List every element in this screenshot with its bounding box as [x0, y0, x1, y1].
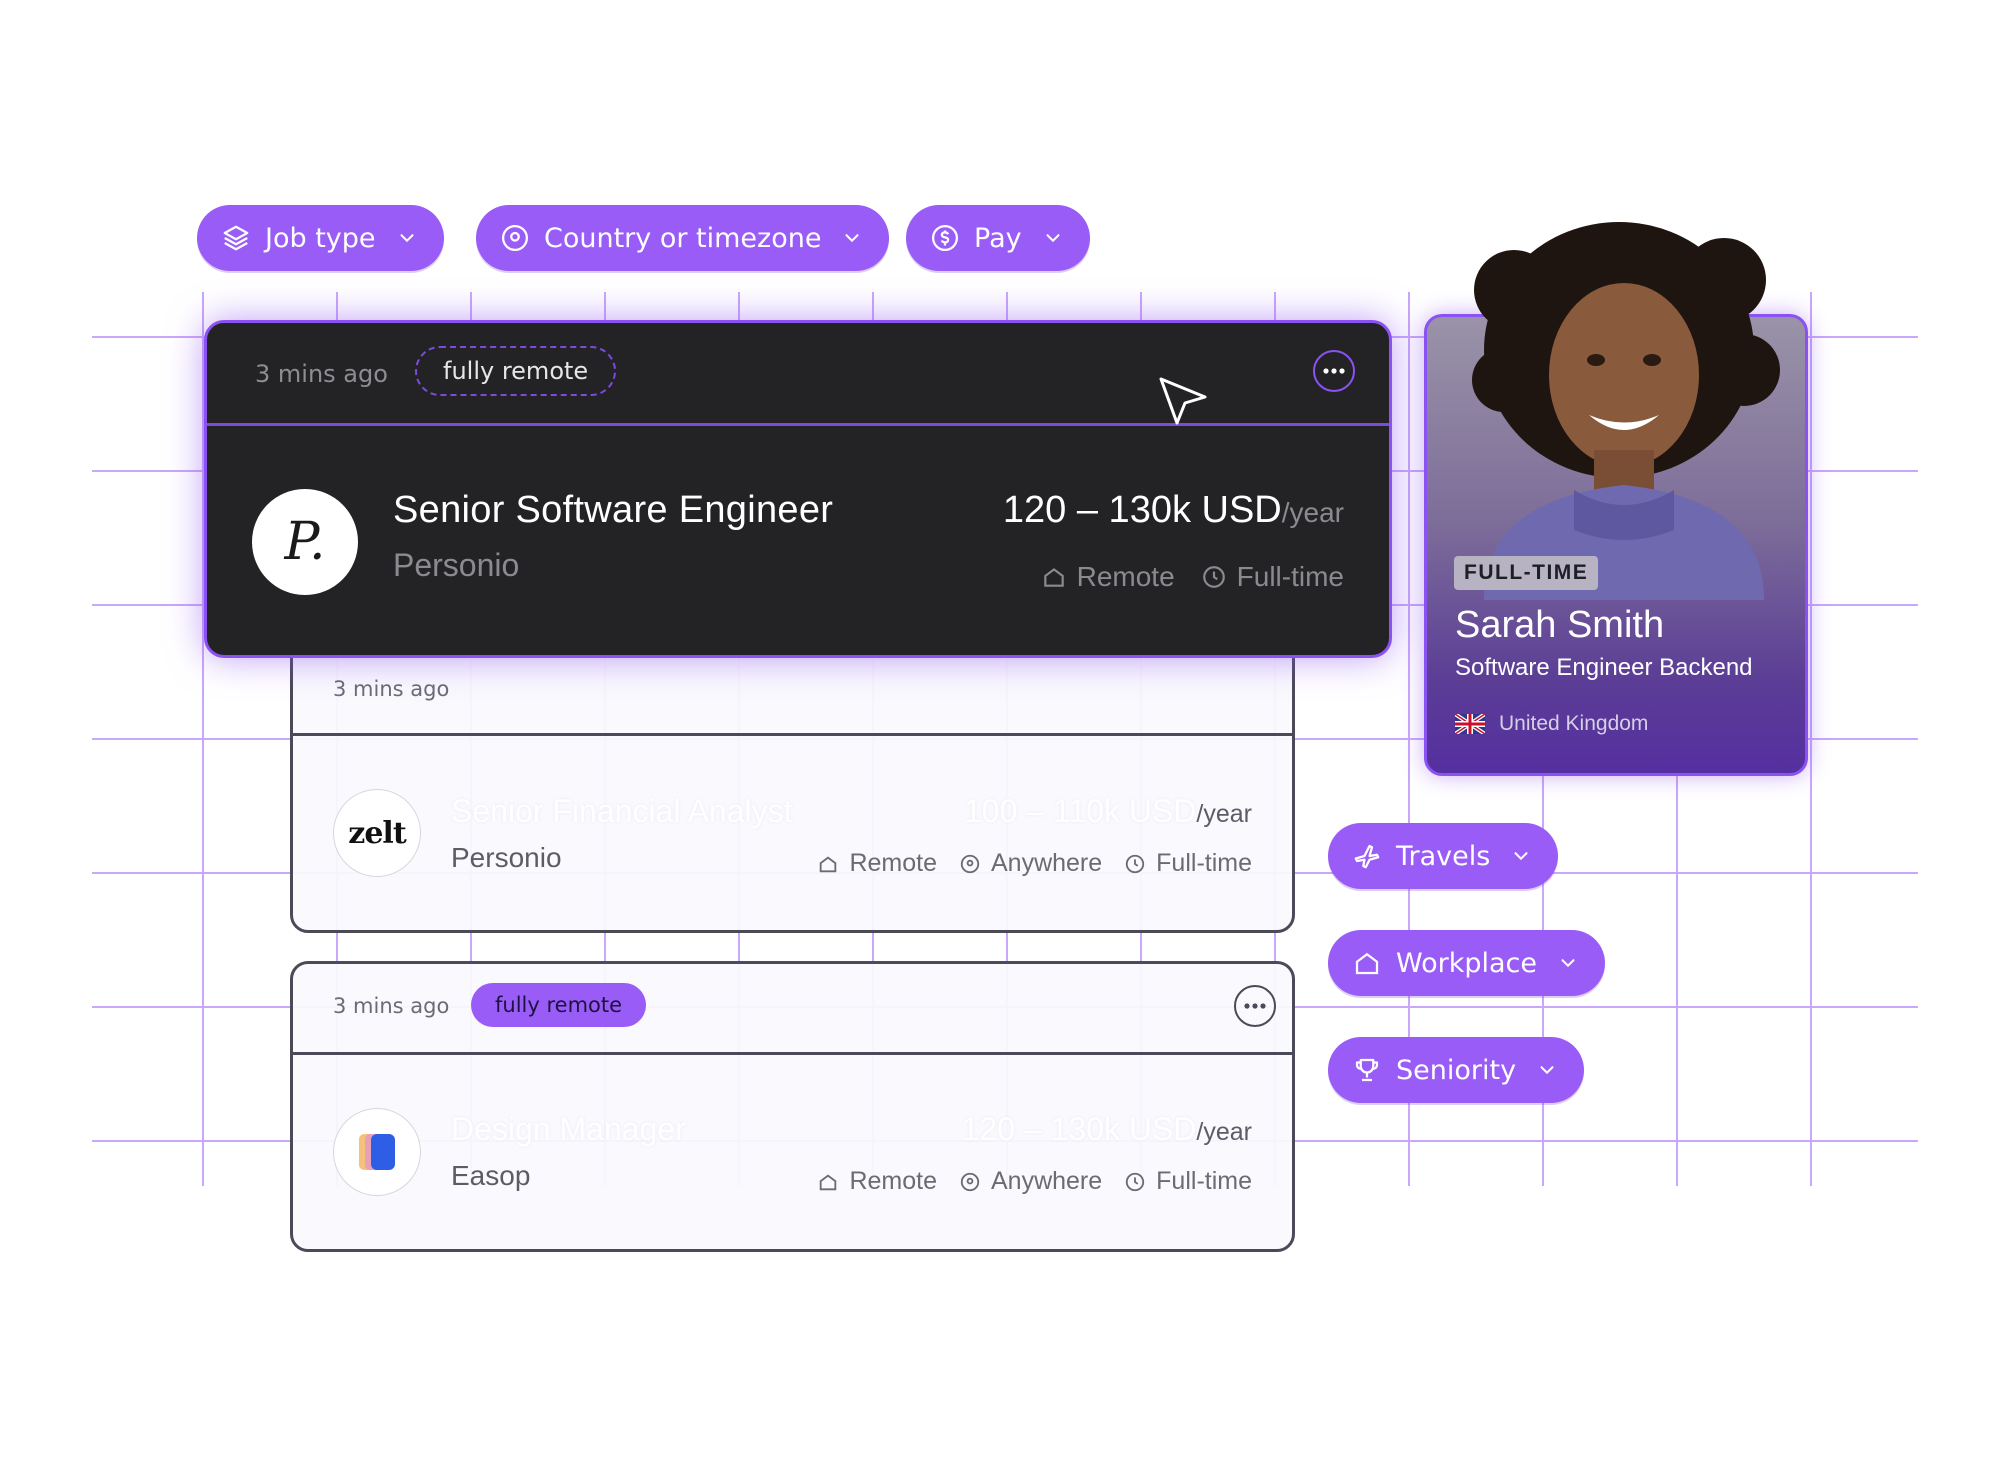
logo-text: zelt: [348, 815, 406, 851]
clock-icon: [1125, 854, 1145, 873]
clock-icon: [1202, 566, 1225, 588]
home-icon: [1355, 952, 1379, 975]
easop-logo-icon: [359, 1134, 395, 1170]
more-horizontal-icon: [1244, 1003, 1266, 1009]
filter-workplace-button[interactable]: Workplace: [1328, 930, 1606, 996]
chevron-down-icon: [1046, 234, 1060, 243]
chevron-down-icon: [1540, 1066, 1554, 1075]
job-meta: Remote Anywhere Full-time: [817, 849, 1252, 878]
mouse-cursor-icon: [1159, 377, 1207, 425]
candidate-photo: [1472, 222, 1780, 600]
filter-pay-button[interactable]: Pay: [906, 205, 1090, 271]
job-meta: Remote Anywhere Full-time: [817, 1167, 1252, 1196]
location-pin-icon: [960, 854, 980, 873]
home-icon: [820, 1173, 837, 1190]
posted-time: 3 mins ago: [255, 360, 388, 388]
posted-time: 3 mins ago: [333, 994, 450, 1018]
company-name: Easop: [451, 1160, 531, 1191]
posted-time: 3 mins ago: [333, 677, 450, 701]
chevron-down-icon: [1514, 852, 1528, 861]
more-options-button[interactable]: [1234, 985, 1276, 1027]
filter-job-type-button[interactable]: Job type: [197, 205, 444, 271]
salary-unit: /year: [1196, 1118, 1252, 1146]
salary: 100 – 110k USD/year: [964, 793, 1252, 830]
company-logo: P.: [252, 489, 358, 595]
company-name: Personio: [451, 842, 562, 873]
job-meta: Remote Full-time: [1041, 561, 1344, 593]
plane-icon: [1354, 844, 1380, 869]
filter-label: Country or timezone: [544, 222, 822, 254]
salary-unit: /year: [1196, 800, 1252, 828]
meta-label: Anywhere: [990, 849, 1103, 877]
company-name: Personio: [393, 547, 520, 583]
chevron-down-icon: [400, 234, 414, 243]
remote-tag: fully remote: [471, 983, 647, 1027]
salary-unit: /year: [1281, 497, 1344, 528]
meta-label: Full-time: [1156, 849, 1252, 877]
dollar-coin-icon: [932, 225, 958, 251]
more-options-button[interactable]: [1313, 350, 1355, 392]
filter-label: Seniority: [1396, 1054, 1517, 1086]
more-horizontal-icon: [1323, 368, 1345, 374]
clock-icon: [1125, 1172, 1145, 1191]
chevron-down-icon: [845, 234, 859, 243]
filter-travels-button[interactable]: Travels: [1328, 823, 1559, 889]
salary-amount: 100 – 110k USD: [963, 793, 1197, 829]
layers-icon: [223, 225, 249, 251]
meta-label: Full-time: [1156, 1167, 1252, 1195]
job-title[interactable]: Senior Software Engineer: [393, 489, 834, 531]
meta-schedule: Full-time: [1124, 849, 1252, 878]
filter-label: Travels: [1396, 840, 1491, 872]
candidate-name: Sarah Smith: [1455, 604, 1665, 646]
salary: 120 – 130k USD/year: [962, 1111, 1252, 1148]
filter-label: Workplace: [1396, 947, 1538, 979]
location-label: United Kingdom: [1499, 712, 1649, 735]
meta-label: Remote: [849, 849, 937, 877]
company-logo: [333, 1108, 421, 1196]
meta-remote: Remote: [1041, 561, 1175, 593]
home-icon: [1043, 568, 1064, 587]
job-card-header: 3 mins ago fully remote: [293, 964, 1292, 1055]
candidate-role: Software Engineer Backend: [1455, 654, 1753, 681]
job-card[interactable]: 3 mins ago fully remote Design Manager E…: [290, 961, 1295, 1252]
salary-amount: 120 – 130k USD: [1002, 489, 1282, 531]
meta-label: Full-time: [1236, 561, 1344, 592]
chevron-down-icon: [1561, 959, 1575, 968]
meta-remote: Remote: [817, 1167, 937, 1196]
logo-text: P.: [284, 512, 326, 572]
home-icon: [820, 855, 837, 872]
job-title[interactable]: Senior Financial Analyst: [451, 793, 793, 829]
meta-label: Anywhere: [990, 1167, 1103, 1195]
filter-seniority-button[interactable]: Seniority: [1328, 1037, 1585, 1103]
meta-location: Anywhere: [959, 1167, 1102, 1196]
meta-remote: Remote: [817, 849, 937, 878]
employment-type-badge: FULL-TIME: [1454, 556, 1599, 590]
job-card-header: 3 mins ago fully remote: [207, 323, 1389, 426]
candidate-location: United Kingdom: [1455, 712, 1648, 736]
filter-label: Pay: [974, 222, 1022, 254]
salary-amount: 120 – 130k USD: [961, 1111, 1197, 1147]
meta-schedule: Full-time: [1124, 1167, 1252, 1196]
company-logo: zelt: [333, 789, 421, 877]
meta-location: Anywhere: [959, 849, 1102, 878]
trophy-icon: [1355, 1058, 1379, 1082]
location-pin-icon: [960, 1172, 980, 1191]
meta-schedule: Full-time: [1201, 561, 1344, 593]
meta-label: Remote: [1076, 561, 1175, 592]
filter-label: Job type: [265, 222, 376, 254]
meta-label: Remote: [849, 1167, 937, 1195]
remote-tag: fully remote: [415, 346, 617, 396]
filter-country-button[interactable]: Country or timezone: [476, 205, 890, 271]
job-title[interactable]: Design Manager: [451, 1111, 686, 1147]
job-card-header: 3 mins ago: [293, 603, 1292, 736]
salary: 120 – 130k USD/year: [1003, 489, 1344, 532]
featured-job-card[interactable]: 3 mins ago fully remote P. Senior Softwa…: [204, 320, 1392, 658]
uk-flag-icon: [1455, 714, 1485, 734]
location-pin-icon: [502, 225, 528, 251]
